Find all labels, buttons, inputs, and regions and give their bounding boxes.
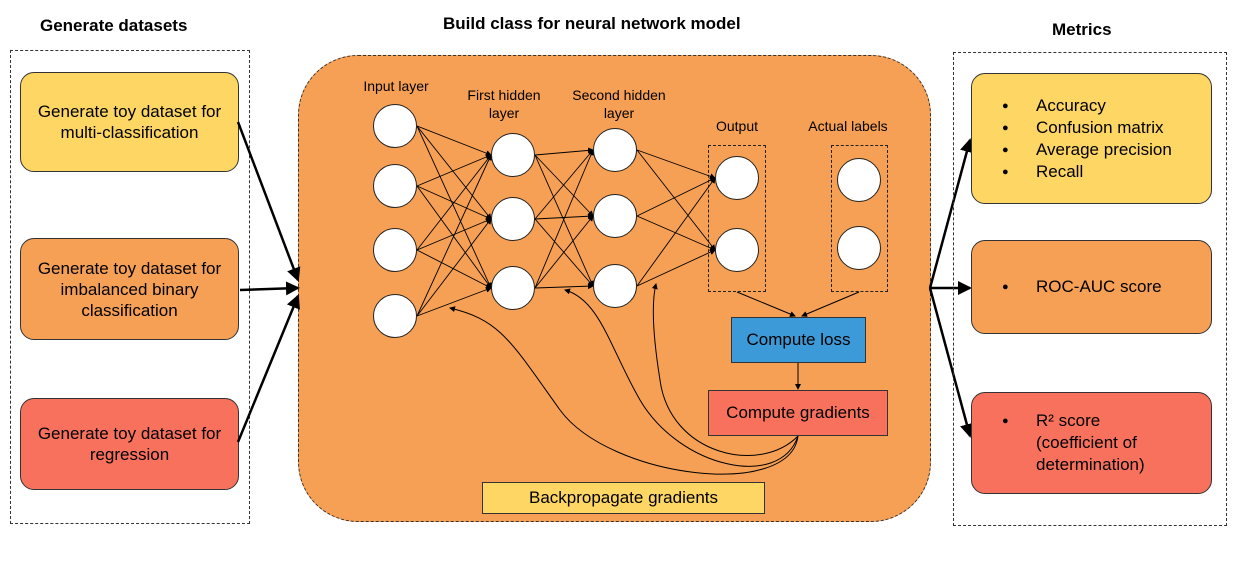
second-hidden-layer-label: Second hidden layer (572, 87, 666, 121)
output-node-1 (715, 156, 759, 200)
metric-recall: Recall (1002, 161, 1172, 183)
actual-labels-label: Actual labels (808, 118, 888, 134)
roc-auc-list: ROC-AUC score (1002, 276, 1162, 298)
compute-loss-box: Compute loss (731, 317, 866, 363)
r2-box: R² score (coefficient of determination) (971, 392, 1212, 494)
metric-confusion-matrix: Confusion matrix (1002, 117, 1172, 139)
metric-average-precision: Average precision (1002, 139, 1172, 161)
multiclass-dataset-box: Generate toy dataset for multi-classific… (20, 72, 239, 172)
hidden2-node-1 (593, 128, 637, 172)
hidden1-node-3 (491, 266, 535, 310)
regression-dataset-box: Generate toy dataset for regression (20, 398, 239, 490)
label-node-1 (837, 158, 881, 202)
hidden2-node-2 (593, 194, 637, 238)
output-node-2 (715, 228, 759, 272)
label-node-2 (837, 226, 881, 270)
metric-r2-score: R² score (coefficient of determination) (1002, 410, 1186, 476)
output-layer-label: Output (715, 118, 759, 134)
hidden1-node-1 (491, 133, 535, 177)
input-layer-label: Input layer (363, 78, 429, 94)
backpropagate-gradients-box: Backpropagate gradients (482, 482, 765, 514)
metrics-heading: Metrics (1052, 20, 1112, 39)
roc-auc-box: ROC-AUC score (971, 240, 1212, 334)
input-node-4 (373, 294, 417, 338)
datasets-heading: Generate datasets (40, 16, 188, 35)
metric-roc-auc: ROC-AUC score (1002, 276, 1162, 298)
metric-accuracy: Accuracy (1002, 95, 1172, 117)
imbalanced-binary-dataset-box: Generate toy dataset for imbalanced bina… (20, 238, 239, 340)
classification-metrics-box: Accuracy Confusion matrix Average precis… (971, 73, 1212, 204)
compute-gradients-box: Compute gradients (708, 390, 888, 436)
actual-labels-group (831, 145, 888, 292)
input-node-1 (373, 104, 417, 148)
hidden2-node-3 (593, 264, 637, 308)
input-node-2 (373, 164, 417, 208)
r2-list: R² score (coefficient of determination) (1002, 410, 1186, 476)
input-node-3 (373, 228, 417, 272)
classification-metrics-list: Accuracy Confusion matrix Average precis… (1002, 95, 1172, 183)
model-heading: Build class for neural network model (443, 14, 741, 33)
hidden1-node-2 (491, 197, 535, 241)
first-hidden-layer-label: First hidden layer (467, 87, 541, 121)
metrics-panel (953, 52, 1227, 526)
